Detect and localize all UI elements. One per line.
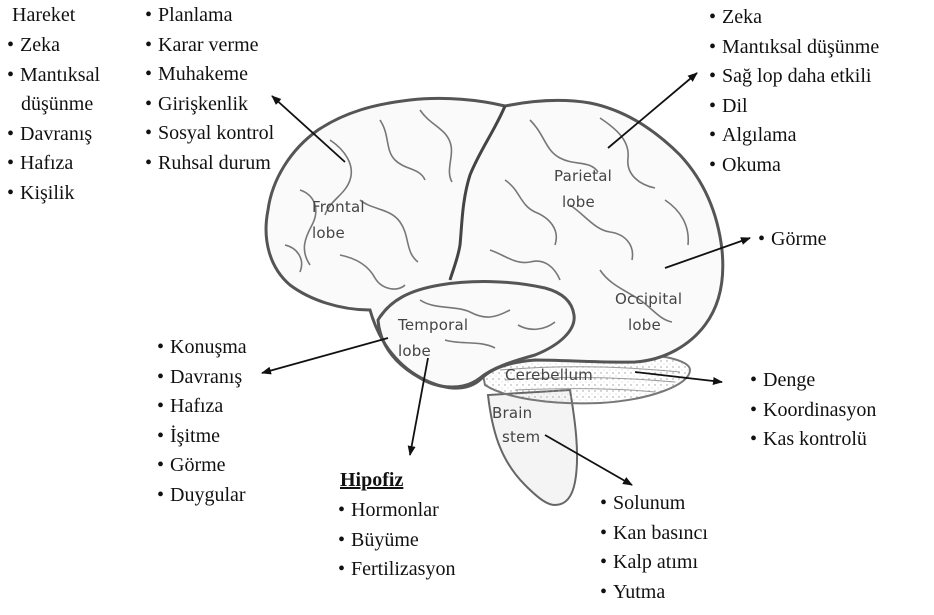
list-item: •Fertilizasyon [338,555,455,585]
list-item: •Görme [157,451,247,481]
list-item: •Görme [758,225,827,255]
frontal-list-a-first: Hareket [12,1,75,31]
brain-outline [266,98,723,388]
cerebellum-label: Cerebellum [505,366,593,384]
list-item: •Kalp atımı [600,548,708,578]
list-item: •İşitme [157,422,247,452]
list-item: •Mantıksal [7,61,100,91]
parietal-list: •Zeka •Mantıksal düşünme •Sağ lop daha e… [709,3,879,181]
list-item: •Büyüme [338,526,455,556]
list-item: •Dil [709,92,879,122]
list-item: •Kas kontrolü [750,425,876,455]
list-item: •Duygular [157,481,247,511]
temporal-arrow [262,338,388,373]
frontal-list-b: •Planlama •Karar verme •Muhakeme •Girişk… [145,1,274,179]
list-item: •Kişilik [7,179,100,209]
temporal-list: •Konuşma •Davranış •Hafıza •İşitme •Görm… [157,333,247,511]
list-item: •Karar verme [145,31,274,61]
list-item: •Zeka [7,31,100,61]
list-item: •Davranış [7,120,100,150]
list-item: •Kan basıncı [600,519,708,549]
occipital-list: •Görme [758,225,827,255]
list-item: •Konuşma [157,333,247,363]
list-item: •Muhakeme [145,60,274,90]
hipofiz-list: •Hormonlar •Büyüme •Fertilizasyon [338,496,455,585]
list-item: •Solunum [600,489,708,519]
list-item: •Denge [750,366,876,396]
brainstem-list: •Solunum •Kan basıncı •Kalp atımı •Yutma [600,489,708,607]
list-item: •Yutma [600,578,708,608]
list-item: •Hormonlar [338,496,455,526]
list-item: •Zeka [709,3,879,33]
list-item: •Planlama [145,1,274,31]
list-item: •Algılama [709,121,879,151]
list-item: •Davranış [157,363,247,393]
list-item: •Mantıksal düşünme [709,33,879,63]
hipofiz-title: Hipofiz [340,466,403,496]
list-item: •Hafıza [7,149,100,179]
list-item: •Ruhsal durum [145,149,274,179]
list-item: •Okuma [709,151,879,181]
list-item: •Sağ lop daha etkili [709,62,879,92]
list-item: •Koordinasyon [750,396,876,426]
list-item: •Hafıza [157,392,247,422]
list-item-continuation: düşünme [7,90,100,120]
frontal-list-a-items: •Zeka •Mantıksal düşünme •Davranış •Hafı… [7,31,100,209]
list-item: •Sosyal kontrol [145,119,274,149]
cerebellum-list: •Denge •Koordinasyon •Kas kontrolü [750,366,876,455]
list-item: •Girişkenlik [145,90,274,120]
